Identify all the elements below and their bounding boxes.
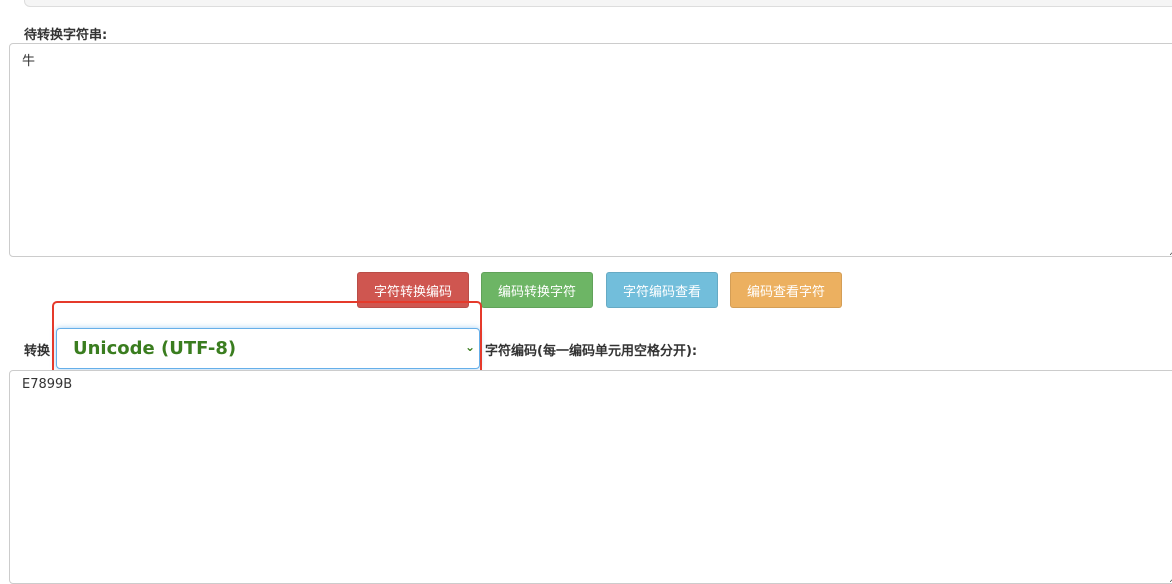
char-to-code-button[interactable]: 字符转换编码 (357, 272, 469, 308)
chevron-down-icon: ⌄ (464, 340, 475, 354)
output-textarea[interactable]: E7899B (9, 370, 1172, 584)
view-char-code-button[interactable]: 字符编码查看 (606, 272, 718, 308)
view-code-char-button[interactable]: 编码查看字符 (730, 272, 842, 308)
encoding-select[interactable]: Unicode (UTF-8) ⌄ (56, 328, 480, 369)
top-panel (24, 0, 1172, 7)
convert-label: 转换 (24, 344, 51, 359)
code-to-char-button[interactable]: 编码转换字符 (481, 272, 593, 308)
output-label: 字符编码(每一编码单元用空格分开): (485, 344, 698, 359)
input-textarea[interactable]: 牛 (9, 43, 1172, 257)
input-label: 待转换字符串: (24, 28, 108, 43)
encoding-select-value: Unicode (UTF-8) (73, 338, 237, 359)
